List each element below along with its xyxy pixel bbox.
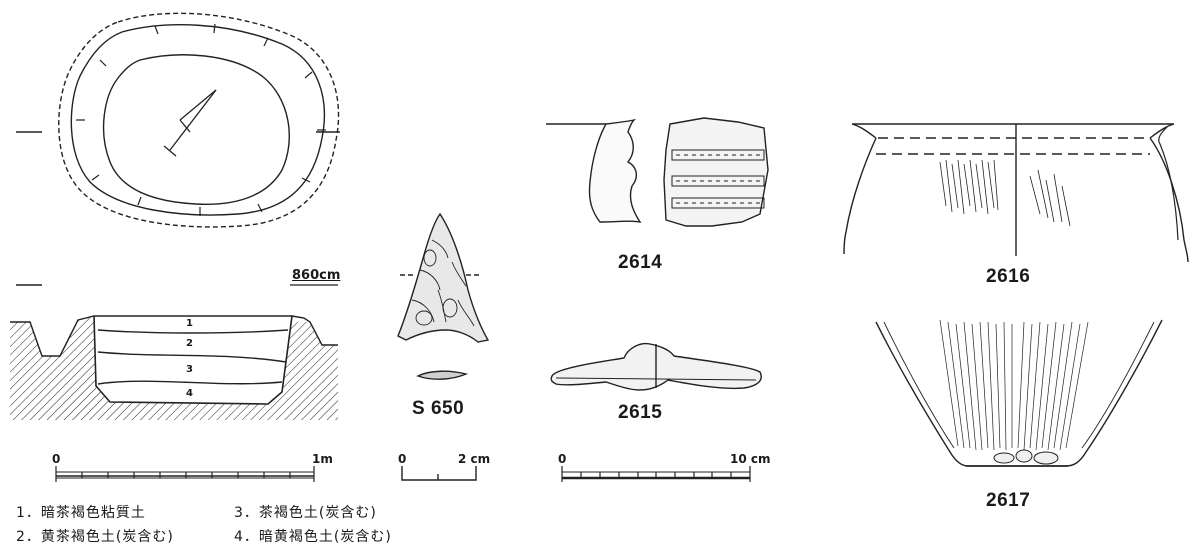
label-2614: 2614 bbox=[618, 252, 663, 273]
pot-2617 bbox=[875, 319, 1163, 467]
label-2615: 2615 bbox=[618, 402, 663, 423]
rim-profile bbox=[588, 118, 642, 224]
arrowhead-cross-section bbox=[416, 370, 469, 380]
scale-2cm-start: 0 bbox=[398, 452, 407, 466]
pit-cut bbox=[93, 315, 293, 405]
pit-slope-ticks bbox=[76, 23, 326, 216]
pit-rim bbox=[70, 24, 326, 216]
pot-2616 bbox=[843, 123, 1189, 263]
fragment-2615-base bbox=[555, 377, 757, 381]
scale-10cm-end: 10 cm bbox=[730, 452, 771, 466]
layer-boundary-1 bbox=[97, 329, 289, 334]
pit-inner-edge bbox=[102, 54, 290, 205]
flake-scars bbox=[411, 239, 475, 327]
sherd-fragment bbox=[663, 117, 769, 227]
pit-section bbox=[10, 284, 338, 420]
pot-neck-right bbox=[1149, 137, 1189, 263]
pot-profile-inner bbox=[1158, 125, 1179, 241]
layer-number-3: 3 bbox=[186, 364, 193, 375]
pit-plan bbox=[16, 12, 340, 228]
scale-1m-end: 1m bbox=[312, 452, 333, 466]
scale-1m-start: 0 bbox=[52, 452, 61, 466]
pot-lower-inner bbox=[883, 321, 1155, 449]
pit-outer-edge bbox=[58, 12, 340, 228]
layer-boundary-2 bbox=[97, 351, 287, 363]
layer-number-2: 2 bbox=[186, 338, 193, 349]
arrowhead-s650 bbox=[397, 212, 490, 380]
label-s650: S 650 bbox=[412, 398, 465, 419]
rope-bands bbox=[671, 149, 765, 209]
fragment-2615 bbox=[550, 342, 762, 391]
scale-10cm-start: 0 bbox=[558, 452, 567, 466]
soil-hatching bbox=[10, 316, 338, 420]
cord-marks bbox=[939, 159, 1071, 227]
pot-neck-left bbox=[843, 137, 877, 255]
layer-number-4: 4 bbox=[186, 388, 193, 399]
pot-rim bbox=[851, 123, 1175, 139]
label-2617: 2617 bbox=[986, 490, 1031, 511]
pot-lower-outline bbox=[875, 319, 1163, 467]
scale-bar-1m bbox=[55, 466, 315, 482]
scale-2cm-end: 2 cm bbox=[458, 452, 491, 466]
legend-item-3: 3．茶褐色土(炭含む) bbox=[234, 505, 377, 521]
scale-bar-10cm bbox=[561, 466, 751, 482]
cord-marks-lower bbox=[939, 319, 1089, 451]
sherd-2614 bbox=[546, 117, 769, 227]
elevation-label: 860cm bbox=[292, 268, 341, 283]
ground-surface bbox=[10, 315, 338, 357]
arrowhead-outline bbox=[397, 212, 490, 343]
north-arrow-icon bbox=[163, 89, 217, 157]
legend-item-1: 1．暗茶褐色粘質土 bbox=[16, 505, 146, 521]
legend-item-4: 4．暗黄褐色土(炭含む) bbox=[234, 529, 392, 545]
legend-item-2: 2．黄茶褐色土(炭含む) bbox=[16, 529, 174, 545]
pot-base-pebbles bbox=[993, 449, 1059, 465]
label-2616: 2616 bbox=[986, 266, 1031, 287]
layer-boundary-3 bbox=[97, 380, 283, 385]
scale-bar-2cm bbox=[401, 466, 477, 481]
layer-number-1: 1 bbox=[186, 318, 193, 329]
